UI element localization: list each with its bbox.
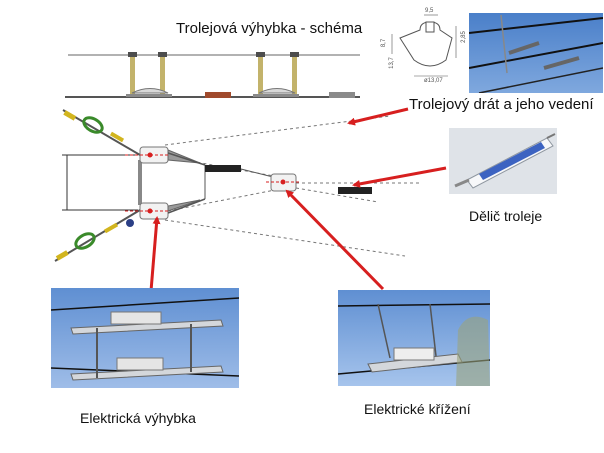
trolley-divider-photo: [449, 128, 557, 194]
profile-dim-height: 2,85: [460, 31, 467, 43]
wire-label: Trolejový drát a jeho vedení: [409, 96, 594, 113]
switch-label: Elektrická výhybka: [80, 410, 196, 426]
divider-label: Dělič troleje: [469, 208, 543, 224]
profile-dim-diameter: ø13,07: [424, 78, 443, 84]
electric-crossing-photo: [338, 290, 490, 386]
crossing-box: [266, 173, 300, 192]
hanger-icon: [54, 109, 141, 262]
profile-dim-width: 9,5: [425, 8, 434, 14]
arrow-icon: [149, 107, 447, 292]
electric-switch-photo: [51, 288, 239, 388]
dimension-bracket: [62, 154, 138, 211]
profile-dim-side: 8,7: [381, 38, 388, 48]
switch-frame: [125, 146, 206, 220]
trolley-profile-icon: [391, 14, 457, 77]
crossing-label: Elektrické křížení: [364, 401, 471, 417]
profile-view: [65, 52, 360, 98]
schema-title: Trolejová výhybka - schéma: [176, 20, 363, 37]
profile-dim-lower: 13,7: [388, 57, 395, 69]
trolley-wire-photo: [469, 13, 603, 93]
hanger-post: [128, 52, 299, 95]
